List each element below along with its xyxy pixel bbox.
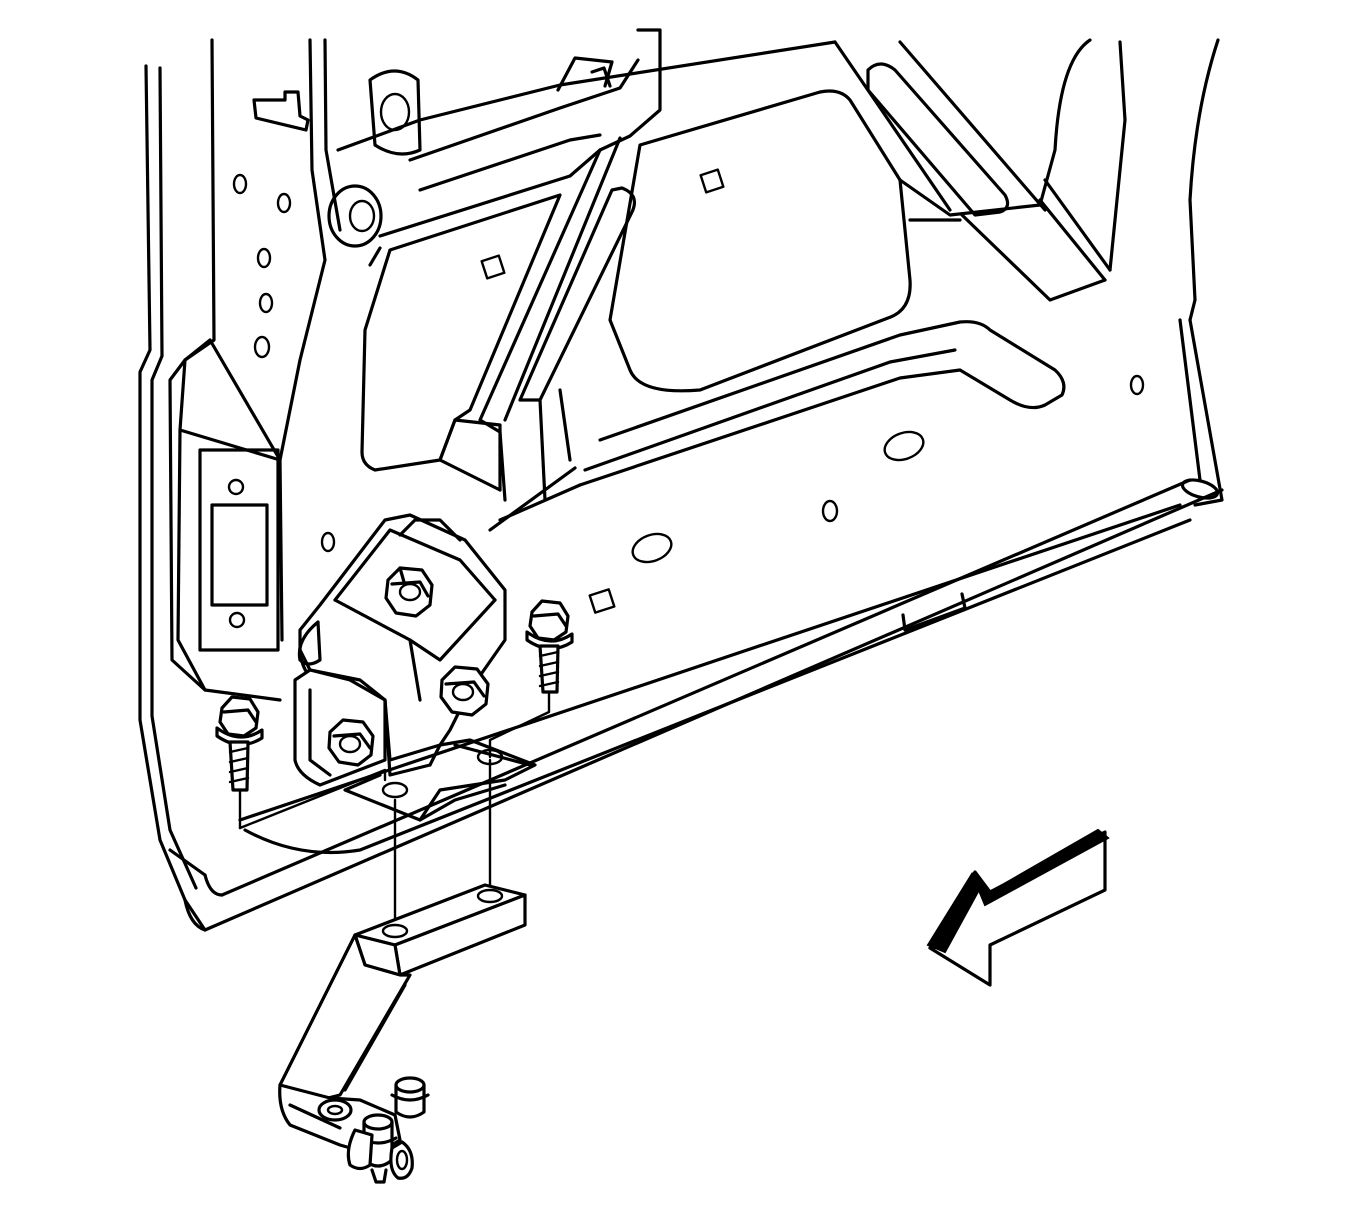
- hinge-nut-left: [327, 718, 375, 767]
- hinge-bracket: [293, 513, 537, 822]
- hinge-nut-upper: [384, 566, 434, 618]
- bolt-left: [215, 695, 264, 830]
- roller-arm: [278, 758, 527, 1184]
- hinge-nut-right: [439, 665, 490, 717]
- bolt-right: [488, 599, 574, 759]
- direction-arrow-icon: [926, 828, 1110, 987]
- door-panel: [138, 28, 1224, 932]
- bolt-alignment-line: [238, 768, 387, 830]
